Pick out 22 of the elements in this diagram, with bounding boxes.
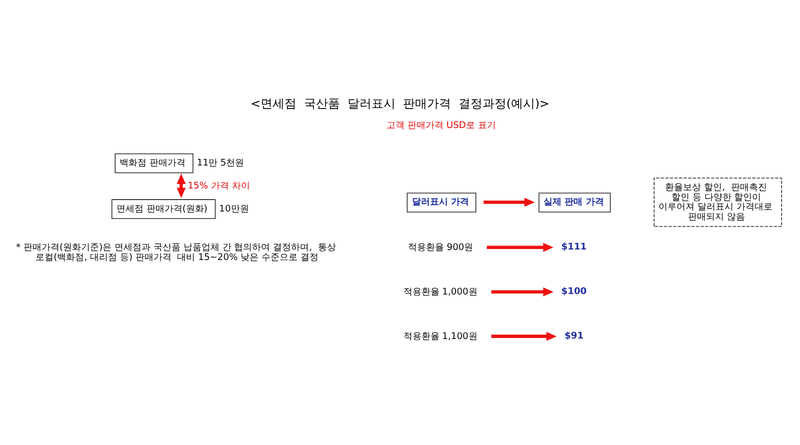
- node-box: 백화점 판매가격: [114, 153, 194, 173]
- arrow: [491, 331, 557, 340]
- node-text: 적용환율 1,100원: [403, 332, 478, 342]
- edge-label: 15% 가격 차이: [188, 181, 250, 192]
- node-text: 적용환율 900원: [408, 242, 474, 253]
- diagram-title: <면세점 국산품 달러표시 판매가격 결정과정(예시)>: [250, 96, 550, 110]
- node-text: $91: [564, 330, 584, 341]
- label: 고객 판매가격 USD로 표기: [386, 120, 496, 131]
- label: * 판매가격(원화기준)은 면세점과 국산품 납품업체 간 협의하여 결정하며, 통상 로컬(백화점, 대리점 등) 판매가격 대비 15~20% 낮은 수준으로 결정: [16, 242, 336, 262]
- node-text: $100: [561, 286, 587, 296]
- arrow: [484, 197, 535, 206]
- node-box: 달러표시 가격: [406, 192, 476, 212]
- node-box: 실제 판매 가격: [538, 192, 611, 212]
- arrow: [491, 286, 554, 296]
- node-label: 10만원: [219, 204, 249, 214]
- node-text: 적용환율 1,000원: [403, 287, 478, 298]
- node-text: $111: [561, 242, 587, 252]
- node-label: 11만 5천원: [196, 158, 244, 168]
- arrow: [486, 242, 554, 252]
- node-box: 면세점 판매가격(원화): [112, 198, 216, 218]
- arrow: [176, 173, 186, 198]
- node-box: 환율보상 할인, 판매촉진 할인 등 다양한 할인이 이루어져 달러표시 가격대로 판매되지 않음: [654, 177, 782, 226]
